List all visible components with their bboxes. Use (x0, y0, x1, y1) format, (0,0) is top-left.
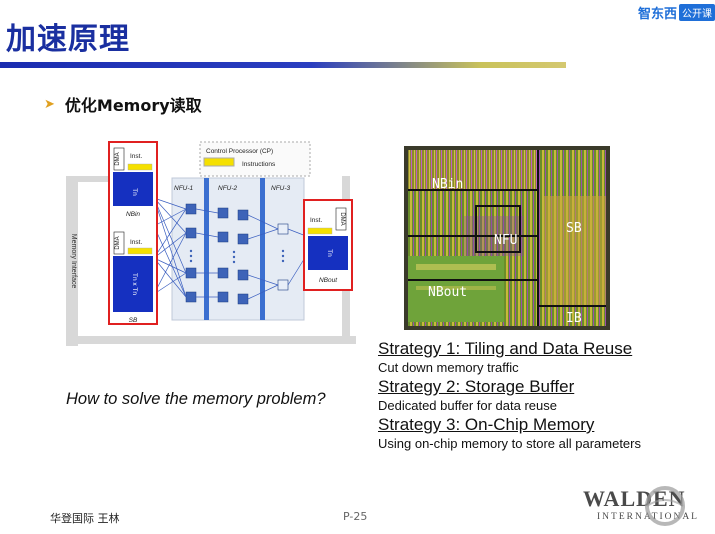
strategy-1-heading: Strategy 1: Tiling and Data Reuse (378, 339, 633, 358)
strategy-2-heading: Strategy 2: Storage Buffer (378, 377, 575, 396)
page-number: P-25 (343, 510, 368, 523)
memory-interface-bar (66, 176, 78, 346)
strategy-1-desc: Cut down memory traffic (378, 360, 519, 375)
globe-icon (645, 486, 685, 526)
strategy-2-desc: Dedicated buffer for data reuse (378, 398, 557, 413)
chip-label-nbout: NBout (428, 285, 467, 300)
brand-logo: 智东西 公开课 (638, 3, 715, 22)
section-heading-text: 优化Memory读取 (64, 96, 202, 115)
chip-label-sb: SB (566, 221, 582, 236)
title-underline-bar (0, 62, 566, 68)
control-processor-label: Control Processor (CP) (206, 148, 273, 155)
section-heading: ➤ 优化Memory读取 (44, 92, 202, 116)
nfu2-label: NFU-2 (218, 185, 238, 192)
chip-label-nbin: NBin (432, 177, 463, 192)
nbout-label: NBout (319, 277, 338, 284)
accelerator-diagram: Memory Interface Control Processor (CP) … (66, 141, 356, 346)
walden-logo: WALDEN INTERNATIONAL (583, 486, 699, 526)
sb-dma-label: DMA (115, 236, 121, 249)
bullet-arrow-icon: ➤ (44, 96, 55, 112)
brand-tag: 公开课 (679, 3, 715, 21)
sb-label: SB (129, 317, 138, 324)
question-text: How to solve the memory problem? (66, 390, 326, 408)
nbin-label: NBin (126, 211, 140, 218)
memory-interface-label: Memory Interface (70, 234, 77, 289)
slide-title: 加速原理 (6, 22, 130, 57)
nbin-inst-label: Inst. (130, 153, 142, 160)
nfu3-label: NFU-3 (271, 185, 291, 192)
brand-name: 智东西 (638, 6, 678, 22)
chip-die-photo: NBin NFU SB NBout IB (404, 146, 610, 330)
strategy-3-desc: Using on-chip memory to store all parame… (378, 436, 641, 451)
nbout-inst-label: Inst. (310, 217, 322, 224)
sb-inst-label: Inst. (130, 239, 142, 246)
chip-label-ib: IB (566, 311, 582, 326)
nfu1-label: NFU-1 (174, 185, 194, 192)
strategy-3-heading: Strategy 3: On-Chip Memory (378, 415, 595, 434)
footer-author: 华登国际 王林 (50, 512, 120, 525)
logo-line2: INTERNATIONAL (597, 512, 699, 522)
chip-label-nfu: NFU (494, 233, 517, 248)
sb-tnxtn-label: Tn x Tn (131, 273, 138, 295)
nbin-dma-label: DMA (115, 152, 121, 165)
instructions-label: Instructions (242, 161, 276, 168)
nbout-dma-label: DMA (339, 212, 345, 225)
nbin-tn-label: Tn (131, 188, 138, 196)
nbout-tn-label: Tn (326, 249, 333, 257)
